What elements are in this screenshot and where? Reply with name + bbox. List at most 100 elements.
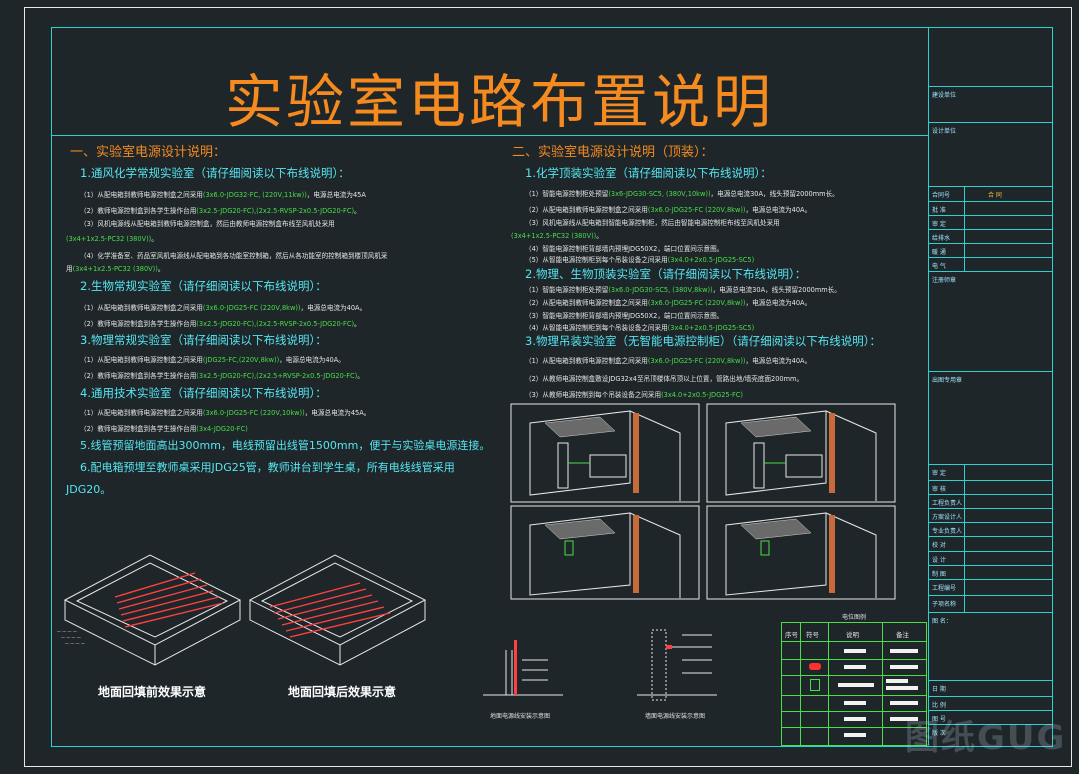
panel-row-label: 版 次 [932, 730, 946, 737]
panel-row-label: 建设单位 [932, 92, 957, 99]
item-text-tail: 。 [357, 372, 364, 380]
left-group-item: （1）从配电箱到教师电源控制盒之间采用(3x6.0-JDG32-FC, (220… [80, 189, 366, 199]
item-text: （3）从教师电源控制到每个吊装设备之间采用 [525, 391, 662, 399]
item-spec: (JDG25-FC,(220V,8kw)) [202, 356, 280, 364]
left-group-item: （2）教师电源控制盒到各学生操作台用(3x2.5-JDG20-FC),(2x2.… [80, 318, 361, 328]
left-note-6: 6.配电箱预埋至教师桌采用JDG25管，教师讲台到学生桌，所有电线线管采用 [80, 461, 455, 474]
floor-before-caption: 地面回填前效果示意 [98, 685, 207, 699]
item-spec: (3x6.0-JDG30-SC5, (380V,8kw)) [608, 286, 713, 294]
item-text: （3）风机电源线从配电箱到智能电源控制柜，然后由智能电源控制柜布线至风机处采用 [525, 219, 780, 227]
panel-row [928, 257, 1052, 258]
right-group-item: （2）从配电箱到教师电源控制盒之间采用(3x6.0-JDG25-FC (220V… [525, 204, 811, 214]
item-text: （2）教师电源控制盒到各学生操作台用 [80, 320, 197, 328]
item-text: （1）智能电源控制柜处预留 [525, 286, 609, 294]
left-section-heading: 一、实验室电源设计说明： [70, 145, 227, 160]
inner-frame [51, 27, 1053, 747]
panel-row [928, 551, 1052, 552]
panel-row-label: 工程编号 [932, 585, 957, 592]
svg-text:— — — —: — — — — [61, 635, 81, 640]
left-group-item: （3）风机电源线从配电箱到教师电源控制盒，然后由教师电源控制盒布线至风机处采用 [80, 218, 335, 228]
panel-row [928, 565, 1052, 566]
panel-row [928, 710, 1052, 711]
left-group-heading: 2.生物常规实验室（请仔细阅读以下布线说明）： [80, 279, 327, 293]
item-text: （1）从配电箱到教师电源控制盒之间采用 [80, 409, 203, 417]
panel-row [928, 186, 1052, 187]
item-spec: (3x6-JDG30-SC5, (380V,10kw)) [608, 190, 711, 198]
right-group-item: （1）从配电箱到教师电源控制盒之间采用(3x6.0-JDG25-FC (220V… [525, 355, 811, 365]
item-text: （2）教师电源控制盒到各学生操作台用 [80, 372, 197, 380]
left-group-item: （1）从配电箱到教师电源控制盒之间采用(3x6.0-JDG25-FC (220V… [80, 302, 366, 312]
watermark: 图纸GUG [905, 718, 1067, 758]
legend-header-symbol: 符号 [806, 631, 819, 639]
left-group-heading: 3.物理常规实验室（请仔细阅读以下布线说明）： [80, 333, 327, 347]
right-group-item: （2）从配电箱到教师电源控制盒之间采用(3x6.0-JDG25-FC (220V… [525, 297, 811, 307]
title-block-panel: 建设单位设计单位合同号合 同批 准审 定给排水暖 通电 气注册师章出图专用章审 … [928, 27, 1052, 745]
right-group-item: (3x4+1x2.5-PC32 (380V))。 [511, 230, 603, 240]
panel-row-label: 电 气 [932, 263, 946, 270]
panel-row-label: 给排水 [932, 235, 951, 242]
panel-row [928, 243, 1052, 244]
item-text-tail: ，电源总电流为45A [306, 191, 366, 199]
item-text-tail: ，电源总电流为40A。 [745, 357, 812, 365]
panel-row [928, 229, 1052, 230]
item-text: （3）智能电源控制柜背部墙内预埋JDG50X2，端口位置间示意图。 [525, 312, 724, 320]
item-text-tail: 。 [354, 320, 361, 328]
legend-table: 电位图例 序号 符号 说明 备注 [781, 614, 927, 746]
item-spec: (3x4.0+2x0.5-JDG25-SC5) [667, 324, 755, 332]
floor-after-caption: 地面回填后效果示意 [288, 685, 397, 699]
item-spec: (3x2.5-JDG20-FC),(2x2.5-RVSP-2x0.5-JDG20… [196, 320, 355, 328]
item-text-tail: 。 [354, 207, 361, 215]
item-text-tail: ，电源总电流为45A。 [304, 409, 371, 417]
item-text: 用 [66, 265, 73, 273]
right-group-item: （4）从智能电源控制柜到每个吊装设备之间采用(3x4.0+2x0.5-JDG25… [525, 322, 754, 332]
left-group-heading: 4.通用技术实验室（请仔细阅读以下布线说明）： [80, 386, 327, 400]
left-group-item: (3x4+1x2.5-PC32 (380V))。 [66, 233, 158, 243]
item-spec: (3x6.0-JDG25-FC (220V,10kw)) [202, 409, 305, 417]
floor-after-illustration [248, 554, 427, 666]
panel-row-label: 图 号 [932, 716, 946, 723]
legend-note-bar [886, 686, 918, 690]
legend-note-bar [890, 701, 918, 705]
panel-row [928, 464, 1052, 465]
right-group-item: （4）智能电源控制柜背部墙内预埋JDG50X2，端口位置间示意图。 [525, 243, 723, 253]
item-spec: (3x2.5-JDG20-FC),(2x2.5+RVSP-2x0.5-JDG20… [196, 372, 358, 380]
panel-row [928, 215, 1052, 216]
panel-row [928, 522, 1052, 523]
right-group-item: （2）从教师电源控制盒敷设JDG32x4至吊顶楼体吊顶以上位置，管路出地/墙壳底… [525, 373, 803, 383]
panel-row-label: 比 例 [932, 702, 946, 709]
panel-row [928, 508, 1052, 509]
wall-section-caption: 墙面电源线安装示意图 [645, 713, 706, 720]
item-text-tail: 。 [151, 235, 158, 243]
item-text-tail: 。 [157, 265, 165, 273]
item-text: （4）化学准备室、药品室风机电源线从配电箱到各功能室控制箱，然后从各功能室的控制… [80, 252, 388, 260]
item-text: （2）从配电箱到教师电源控制盒之间采用 [525, 299, 648, 307]
right-group-heading: 2.物理、生物顶装实验室（请仔细阅读以下布线说明）： [525, 267, 807, 281]
panel-row-label: 审 定 [932, 470, 946, 477]
right-group-heading: 1.化学顶装实验室（请仔细阅读以下布线说明）： [525, 166, 772, 180]
item-text-tail: ，电源总电流为40A。 [745, 206, 812, 214]
legend-note-bar [890, 717, 918, 721]
legend-desc-bar [844, 701, 866, 705]
panel-row-label: 制 图 [932, 571, 946, 578]
right-group-item: （3）智能电源控制柜背部墙内预埋JDG50X2，端口位置间示意图。 [525, 310, 723, 320]
page-title: 实验室电路布置说明 [225, 68, 775, 136]
legend-header-note: 备注 [896, 631, 909, 639]
panel-row-label: 设计单位 [932, 128, 957, 135]
panel-row [928, 612, 1052, 613]
legend-desc-bar [844, 649, 866, 653]
right-group-item: （3）风机电源线从配电箱到智能电源控制柜，然后由智能电源控制柜布线至风机处采用 [525, 217, 780, 227]
item-spec: (3x4+1x2.5-PC32 (380V)) [72, 265, 158, 273]
item-text-tail: ，电源总电流30A，线头预留2000mm长。 [712, 286, 841, 294]
panel-row [928, 536, 1052, 537]
left-group-heading: 1.通风化学常规实验室（请仔细阅读以下布线说明）： [80, 166, 350, 180]
floor-section-drawing [483, 640, 563, 696]
item-spec: (3x4.0+2x0.5-JDG25-FC) [661, 391, 743, 399]
panel-row-label: 审 核 [932, 486, 946, 493]
left-group-item: （2）教师电源控制盒到各学生操作台用(3x2.5-JDG20-FC),(2x2.… [80, 370, 364, 380]
panel-row [928, 680, 1052, 681]
room-illustration-1 [510, 403, 700, 503]
left-note-6b: JDG20。 [66, 483, 112, 496]
panel-row [928, 271, 1052, 272]
item-text: （4）智能电源控制柜背部墙内预埋JDG50X2，端口位置间示意图。 [525, 245, 724, 253]
legend-note-bar [886, 679, 908, 683]
